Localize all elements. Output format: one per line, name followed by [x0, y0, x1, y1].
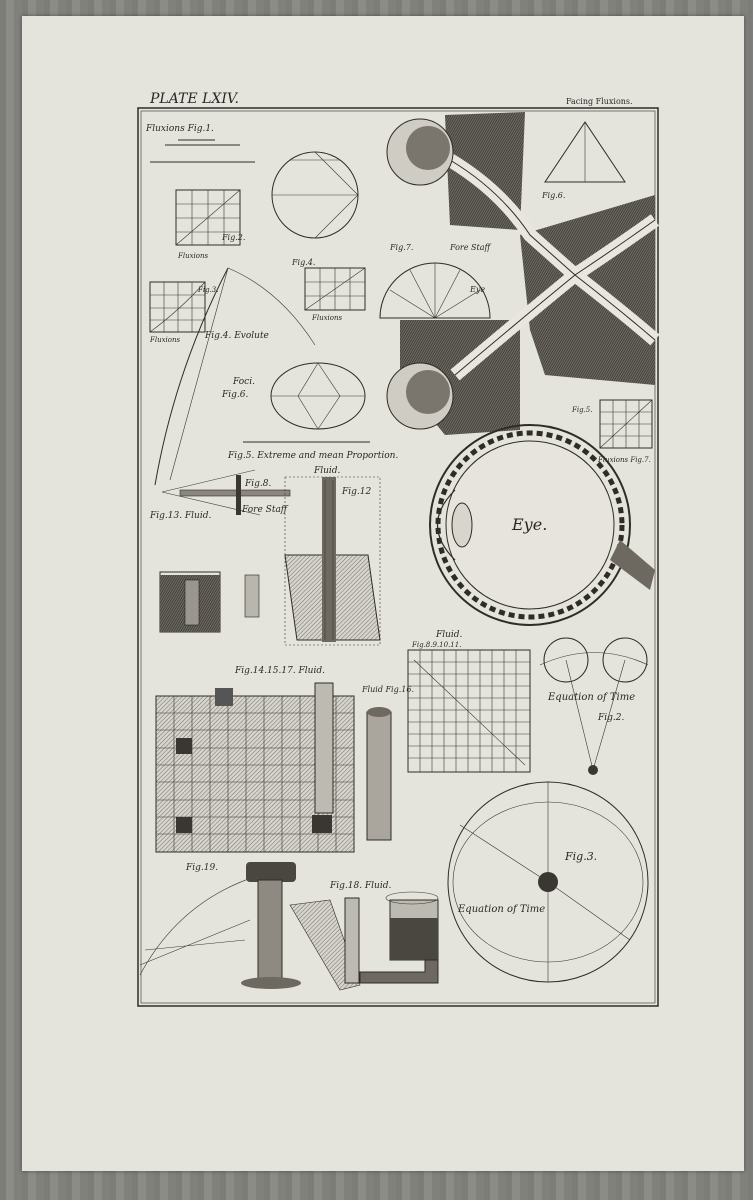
evolute-label: Fig.4. Evolute [204, 331, 269, 341]
fluxions-label: Fluxions [177, 252, 209, 260]
fluxions-label: Fluxions [311, 314, 343, 322]
fig1-label: Fluxions Fig.1. [145, 124, 214, 134]
fluxions-grid-2: Fluxions [304, 267, 366, 322]
fig5-extreme-label: Fig.5. Extreme and mean Proportion. [227, 451, 398, 461]
fig5-fluxions-label: Fig.5. [571, 406, 592, 414]
fig6-triangle: Fig.6. [541, 121, 626, 200]
eye-small-label: Eye [469, 285, 485, 294]
fig6-triangle-label: Fig.6. [541, 191, 565, 200]
fig12-parallelogram: Fig.12 [284, 476, 381, 646]
fig8-11-label: Fig.8.9.10.11. [411, 641, 461, 649]
fore-staff-label: Fore Staff [449, 243, 491, 252]
fig18-label: Fig.18. Fluid. [329, 881, 391, 891]
fig14-fluid-grid: Fig.14.15.17. Fluid. [155, 666, 355, 853]
plate-border [137, 107, 659, 1007]
plate-title: PLATE LXIV. [149, 91, 239, 107]
fig8-fore-staff: Fig.8. Fore Staff [161, 469, 291, 516]
fluxions-fig7-label: Fluxions Fig.7. [597, 456, 651, 464]
fig19-pillar: Fig.19. [139, 862, 301, 989]
fig4-label: Fig.4. [291, 258, 315, 267]
fig6-foci-label: Fig.6. [221, 390, 248, 400]
fluid-grid-fig8-11: Fluid. Fig.8.9.10.11. [407, 630, 531, 773]
eye-cross-section: Eye. [429, 424, 655, 626]
fig5-fluxions-grid: Fig.5. Fluxions Fig.7. [571, 399, 653, 464]
eye-label: Eye. [511, 515, 547, 534]
fig1-fluxions: Fluxions Fig.1. [145, 124, 255, 163]
fig16-fluid-cylinder: Fluid Fig.16. [361, 685, 414, 841]
fore-staff-label: Fore Staff [241, 505, 289, 515]
fig12-label: Fig.12 [341, 487, 371, 497]
fig7-label: Fig.7. [389, 243, 413, 252]
fig4-circle: Fig.4. [271, 151, 359, 267]
fig14-label: Fig.14.15.17. Fluid. [234, 666, 325, 676]
fig4-evolute: Fig.4. Evolute [154, 267, 316, 486]
fluid-label: Fluid. [313, 466, 341, 476]
fig8-label: Fig.8. [244, 479, 271, 489]
fig6-foci: Foci. Fig.6. [221, 362, 366, 430]
fig16-label: Fluid Fig.16. [361, 685, 414, 694]
fig13-label: Fig.13. Fluid. [149, 511, 211, 521]
facing-note: Facing Fluxions. [566, 97, 633, 106]
fig2-eq-label: Fig.2. [597, 713, 624, 723]
fig5-extreme-mean: Fig.5. Extreme and mean Proportion. Flui… [227, 441, 398, 476]
equation-of-time-label: Equation of Time [457, 904, 545, 915]
equation-of-time-fig3: Fig.3. Equation of Time [447, 781, 649, 983]
fig2-label: Fig.2. [221, 233, 245, 242]
foci-label: Foci. [232, 377, 255, 387]
equation-of-time-fig2: Equation of Time Fig.2. [539, 637, 649, 775]
fig3-eq-label: Fig.3. [564, 850, 597, 863]
optic-nerve-illustration [386, 112, 660, 435]
fig7-semicircle: Fig.7. Fore Staff Eye [379, 238, 505, 319]
fluid-label: Fluid. [435, 630, 463, 640]
fig19-label: Fig.19. [185, 863, 218, 873]
fig18-fluid-vessel: Fig.18. Fluid. [289, 881, 439, 991]
equation-of-time-label: Equation of Time [547, 692, 635, 703]
fig3-grid: Fig.3. Fluxions [149, 281, 218, 344]
fig3-label: Fig.3. [197, 286, 218, 294]
fluxions-label: Fluxions [149, 336, 181, 344]
fig13-fluid-vessel: Fig.13. Fluid. [149, 511, 260, 633]
fig2-grid: Fig.2. Fluxions [175, 189, 245, 260]
